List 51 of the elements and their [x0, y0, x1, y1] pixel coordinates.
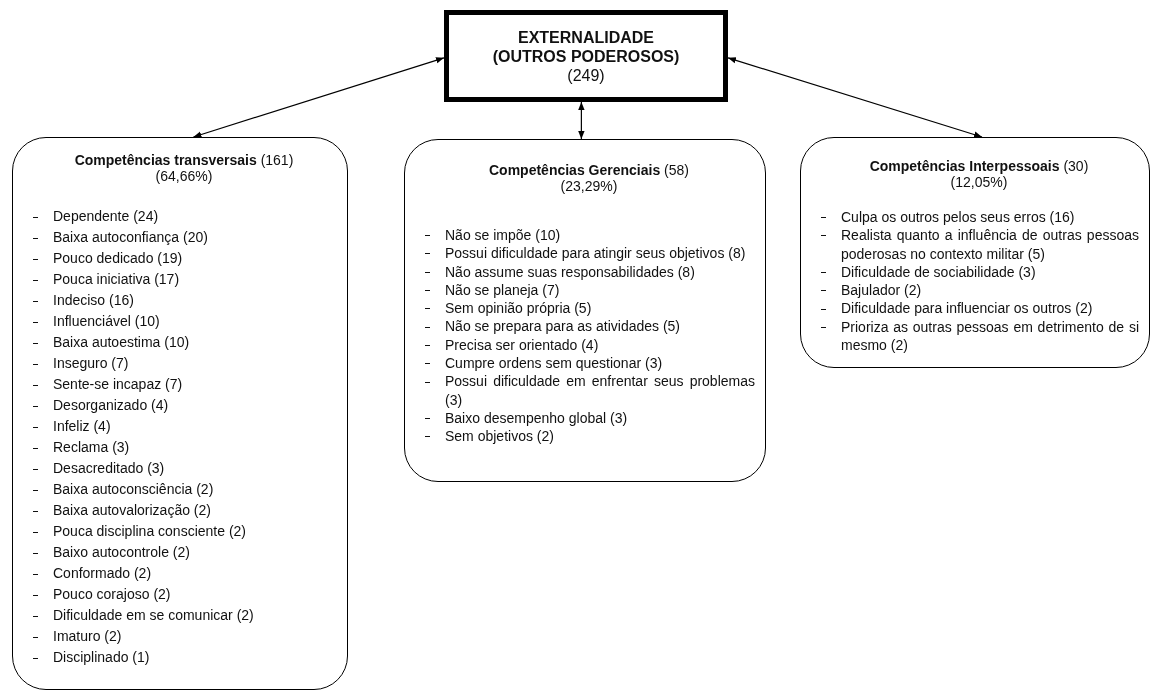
list-item: Prioriza as outras pessoas em detrimento de si mesmo (2) — [819, 317, 1139, 355]
list-item: Infeliz (4) — [31, 416, 337, 437]
list-item: Dificuldade de sociabilidade (3) — [819, 262, 1139, 282]
list-item: Sem objetivos (2) — [423, 427, 755, 446]
list-item: Realista quanto a influência de outras pessoas poderosas no contexto militar (5) — [819, 226, 1139, 263]
list-item: Inseguro (7) — [31, 353, 337, 374]
list-item: Pouca disciplina consciente (2) — [31, 521, 337, 542]
box-heading: Competências Interpessoais (30) (12,05%) — [868, 158, 1090, 190]
list-item: Baixa autovalorização (2) — [31, 500, 337, 521]
list-item: Desacreditado (3) — [31, 458, 337, 479]
main-box — [444, 10, 728, 102]
list-item: Não assume suas responsabilidades (8) — [423, 262, 755, 281]
rounded-box — [12, 137, 348, 690]
list-item: Influenciável (10) — [31, 311, 337, 332]
list-item: Baixa autoconfiança (20) — [31, 227, 337, 248]
list-item: Disciplinado (1) — [31, 647, 337, 668]
list-item: Baixo desempenho global (3) — [423, 408, 755, 428]
list-item: Reclama (3) — [31, 437, 337, 458]
list-item: Dificuldade em se comunicar (2) — [31, 605, 337, 626]
rounded-box — [800, 137, 1150, 368]
list-item: Imaturo (2) — [31, 626, 337, 647]
list-item: Possui dificuldade para atingir seus objetivos (8) — [423, 244, 755, 263]
double-arrow — [578, 101, 585, 140]
list-item: Culpa os outros pelos seus erros (16) — [819, 208, 1139, 227]
list-item: Dependente (24) — [31, 206, 337, 227]
count-text: (249) — [567, 65, 605, 85]
list-item: Pouca iniciativa (17) — [31, 269, 337, 290]
list-item: Conformado (2) — [31, 563, 337, 584]
list-item: Sente-se incapaz (7) — [31, 374, 337, 395]
list-item: Não se planeja (7) — [423, 280, 755, 300]
list-item: Cumpre ordens sem questionar (3) — [423, 354, 755, 373]
list-item: Dificuldade para influenciar os outros (2) — [819, 299, 1139, 318]
rounded-box — [404, 139, 766, 482]
list-item: Pouco dedicado (19) — [31, 248, 337, 269]
list-item: Não se prepara para as atividades (5) — [423, 317, 755, 336]
list-item: Baixa autoconsciência (2) — [31, 479, 337, 500]
box-heading: Competências transversais (161) (64,66%) — [73, 152, 295, 184]
list-item: Possui dificuldade em enfrentar seus problemas (3) — [423, 372, 755, 409]
list-item: Precisa ser orientado (4) — [423, 335, 755, 355]
box-title: EXTERNALIDADE (OUTROS PODEROSOS) — [491, 27, 681, 66]
box-heading: Competências Gerenciais (58) (23,29%) — [488, 162, 690, 194]
list-item: Baixa autoestima (10) — [31, 332, 337, 353]
list-item: Não se impõe (10) — [423, 226, 755, 245]
double-arrow — [192, 57, 445, 138]
list-item: Indeciso (16) — [31, 290, 337, 311]
list-item: Bajulador (2) — [819, 281, 1139, 300]
list-item: Desorganizado (4) — [31, 395, 337, 416]
list-item: Sem opinião própria (5) — [423, 299, 755, 318]
list-item: Baixo autocontrole (2) — [31, 542, 337, 563]
list-item: Pouco corajoso (2) — [31, 584, 337, 605]
double-arrow — [727, 57, 983, 138]
